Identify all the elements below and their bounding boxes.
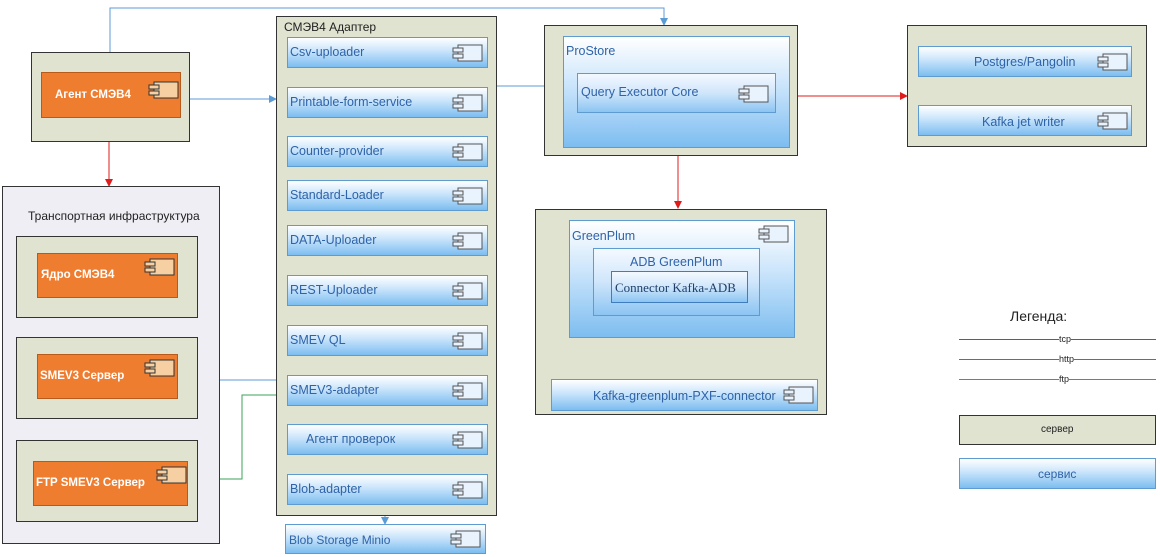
- component-icon: [450, 282, 484, 300]
- adapter-service-label: SMEV3-adapter: [290, 383, 379, 397]
- component-icon: [450, 94, 484, 112]
- adb-greenplum-label: ADB GreenPlum: [630, 255, 723, 269]
- smev3-server-component[interactable]: SMEV3 Сервер: [37, 354, 178, 399]
- connector-kafka-adb-label: Connector Kafka-ADB: [615, 280, 736, 295]
- adapter-service[interactable]: Blob-adapter: [287, 474, 488, 505]
- adapter-service-label: SMEV QL: [290, 333, 346, 347]
- component-icon: [142, 258, 176, 276]
- legend-line-stroke: [959, 359, 1156, 360]
- blob-storage-minio[interactable]: Blob Storage Minio: [285, 524, 486, 554]
- adb-greenplum[interactable]: ADB GreenPlum Connector Kafka-ADB: [593, 248, 760, 316]
- postgres-server: Postgres/Pangolin Kafka jet writer: [907, 25, 1147, 147]
- prostore-component[interactable]: ProStore Query Executor Core: [563, 36, 790, 148]
- blob-storage-label: Blob Storage Minio: [289, 533, 391, 547]
- component-icon: [154, 466, 188, 484]
- adapter-service[interactable]: Csv-uploader: [287, 37, 488, 68]
- component-icon: [450, 232, 484, 250]
- adapter-service-label: Standard-Loader: [290, 188, 384, 202]
- kafka-jet-writer-label: Kafka jet writer: [982, 115, 1065, 129]
- agent-server: Агент СМЭВ4: [31, 52, 190, 142]
- legend-service: сервис: [959, 458, 1156, 489]
- postgres-label: Postgres/Pangolin: [974, 55, 1076, 69]
- component-icon: [1095, 53, 1129, 71]
- legend-line-label: tcp: [1059, 334, 1072, 344]
- greenplum-component[interactable]: GreenPlum ADB GreenPlum Connector Kafka-…: [569, 220, 795, 338]
- legend-server: сервер: [959, 415, 1156, 445]
- ftp-server-box: FTP SMEV3 Сервер: [16, 440, 198, 522]
- adapter-service[interactable]: SMEV3-adapter: [287, 375, 488, 406]
- smev3-server-box: SMEV3 Сервер: [16, 337, 198, 419]
- adapter-service-label: Printable-form-service: [290, 95, 413, 109]
- ftp-server-label: FTP SMEV3 Сервер: [36, 477, 145, 489]
- adapter-service-label: Counter-provider: [290, 144, 384, 158]
- adapter-service-label: Csv-uploader: [290, 45, 365, 59]
- prostore-title: ProStore: [566, 44, 616, 58]
- query-executor-label: Query Executor Core: [581, 85, 699, 99]
- transport-infrastructure: Транспортная инфраструктура Ядро СМЭВ4 S…: [2, 186, 220, 544]
- greenplum-server: GreenPlum ADB GreenPlum Connector Kafka-…: [535, 209, 827, 415]
- component-icon: [448, 530, 482, 548]
- adapter-service[interactable]: Counter-provider: [287, 136, 488, 167]
- legend-service-label: сервис: [1038, 467, 1077, 481]
- adapter-service[interactable]: Standard-Loader: [287, 180, 488, 211]
- ftp-server-component[interactable]: FTP SMEV3 Сервер: [33, 461, 188, 506]
- legend-line-label: ftp: [1059, 374, 1070, 384]
- postgres-pangolin[interactable]: Postgres/Pangolin: [918, 46, 1132, 77]
- legend-title: Легенда:: [1010, 308, 1068, 324]
- legend-server-label: сервер: [1041, 424, 1074, 435]
- component-icon: [450, 481, 484, 499]
- component-icon: [736, 85, 770, 103]
- component-icon: [450, 143, 484, 161]
- agent-smev4-label: Агент СМЭВ4: [55, 89, 131, 101]
- adapter-service[interactable]: Printable-form-service: [287, 87, 488, 118]
- http-line-agent-prostore: [109, 7, 668, 52]
- core-smev4-label: Ядро СМЭВ4: [41, 269, 115, 281]
- pxf-connector-label: Kafka-greenplum-PXF-connector: [593, 389, 776, 403]
- legend-line-tcp: tcp: [959, 334, 1156, 344]
- component-icon: [142, 359, 176, 377]
- component-icon: [450, 44, 484, 62]
- legend-line-http: http: [959, 354, 1156, 364]
- core-smev4-component[interactable]: Ядро СМЭВ4: [37, 253, 178, 298]
- agent-smev4-component[interactable]: Агент СМЭВ4: [41, 72, 181, 118]
- adapter-service[interactable]: REST-Uploader: [287, 275, 488, 306]
- component-icon: [450, 332, 484, 350]
- adapter-service-label: Агент проверок: [306, 432, 396, 446]
- adapter-service[interactable]: Агент проверок: [287, 424, 488, 455]
- adapter-service[interactable]: DATA-Uploader: [287, 225, 488, 256]
- component-icon: [146, 81, 180, 99]
- component-icon: [756, 225, 790, 243]
- adapter-service-label: DATA-Uploader: [290, 233, 377, 247]
- core-server: Ядро СМЭВ4: [16, 236, 198, 318]
- legend-line-ftp: ftp: [959, 374, 1156, 384]
- kafka-jet-writer[interactable]: Kafka jet writer: [918, 105, 1132, 136]
- adapter-service-label: REST-Uploader: [290, 283, 378, 297]
- legend-line-stroke: [959, 339, 1156, 340]
- component-icon: [450, 431, 484, 449]
- adapter-service-label: Blob-adapter: [290, 482, 362, 496]
- legend-line-label: http: [1059, 354, 1075, 364]
- prostore-server: ProStore Query Executor Core: [544, 25, 798, 156]
- smev3-server-label: SMEV3 Сервер: [40, 370, 125, 382]
- component-icon: [781, 386, 815, 404]
- query-executor-core[interactable]: Query Executor Core: [577, 73, 776, 113]
- legend-line-stroke: [959, 379, 1156, 380]
- kafka-greenplum-pxf-connector[interactable]: Kafka-greenplum-PXF-connector: [551, 379, 818, 411]
- component-icon: [1095, 112, 1129, 130]
- transport-title: Транспортная инфраструктура: [28, 209, 200, 223]
- adapter-service[interactable]: SMEV QL: [287, 325, 488, 356]
- legend: Легенда: tcp http ftp сервер сервис: [955, 300, 1160, 500]
- adapter-title: СМЭВ4 Адаптер: [284, 20, 377, 34]
- greenplum-title: GreenPlum: [572, 229, 636, 243]
- connector-kafka-adb[interactable]: Connector Kafka-ADB: [611, 271, 748, 303]
- component-icon: [450, 187, 484, 205]
- component-icon: [450, 382, 484, 400]
